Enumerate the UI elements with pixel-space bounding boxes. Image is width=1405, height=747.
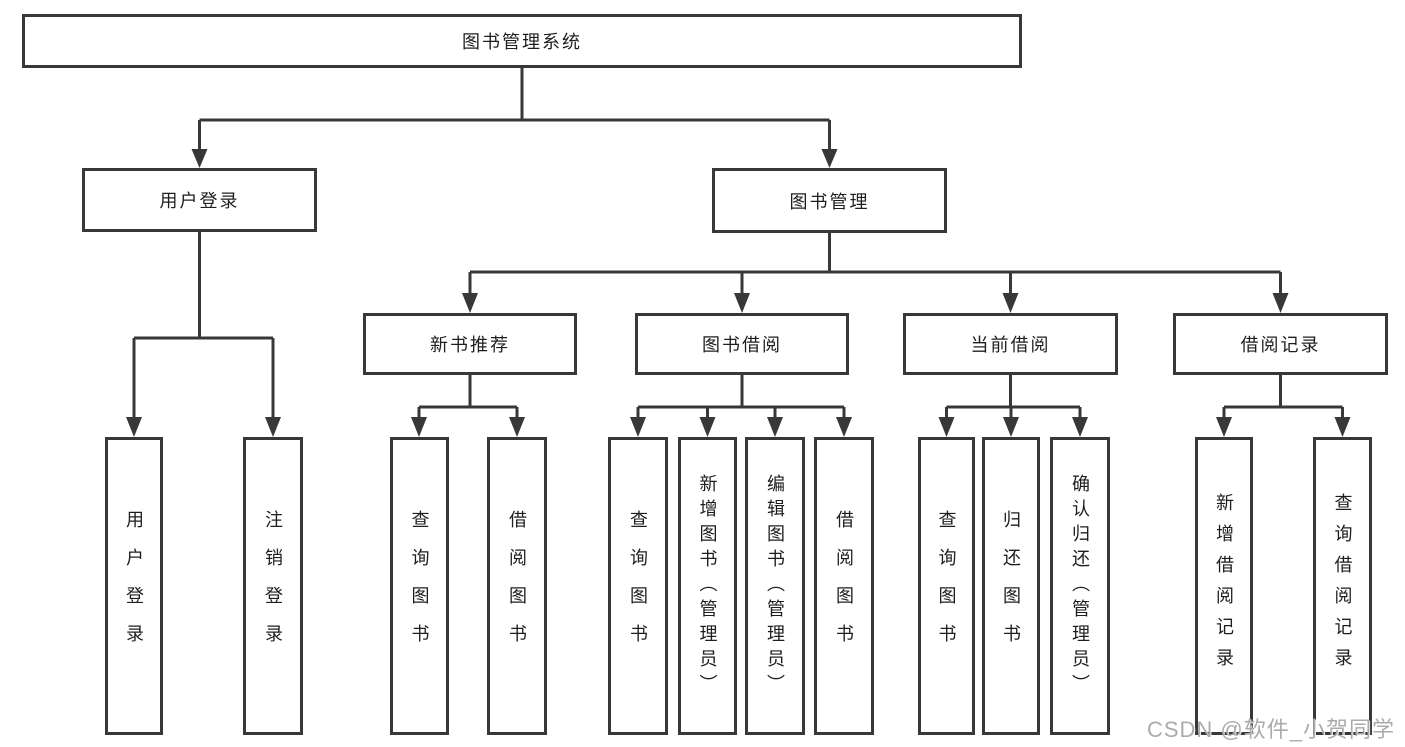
node-label: 借阅图书 [834,510,854,662]
csdn-watermark: CSDN @软件_小贺同学 [1146,717,1395,742]
leaf-return-books: 归还图书 [982,437,1040,735]
node-label: 新增借阅记录 [1214,493,1234,679]
node-label: 确认归还（管理员） [1070,473,1090,699]
leaf-borrow-books: 借阅图书 [487,437,547,735]
node-label: 查询图书 [409,510,430,662]
leaf-user-login: 用户登录 [105,437,163,735]
leaf-query-books: 查询图书 [918,437,975,735]
node-label: 用户登录 [124,510,144,662]
node-label: 新书推荐 [430,335,510,355]
node-label: 用户登录 [159,191,240,211]
node-library-management-system: 图书管理系统 [22,14,1022,68]
node-label: 查询图书 [628,510,648,662]
node-current-borrowing: 当前借阅 [903,313,1118,375]
connector-user-login-children [126,232,281,437]
node-label: 图书管理系统 [462,32,582,52]
leaf-query-borrow-record: 查询借阅记录 [1313,437,1372,735]
node-label: 查询图书 [936,510,957,662]
leaf-edit-books-admin: 编辑图书（管理员） [745,437,805,735]
connector-book-mgmt-sections [462,233,1289,313]
node-user-login: 用户登录 [82,168,317,232]
leaf-confirm-return-admin: 确认归还（管理员） [1050,437,1110,735]
node-label: 借阅图书 [507,510,527,662]
leaf-query-books: 查询图书 [608,437,668,735]
connector-borrow-records-children [1216,375,1351,437]
node-borrowing-records: 借阅记录 [1173,313,1388,375]
node-label: 当前借阅 [970,335,1051,355]
node-label: 归还图书 [1001,510,1021,662]
node-label: 图书借阅 [702,335,782,355]
node-label: 编辑图书（管理员） [765,473,785,699]
node-new-book-recommendation: 新书推荐 [363,313,577,375]
leaf-query-books: 查询图书 [390,437,449,735]
leaf-add-borrow-record: 新增借阅记录 [1195,437,1253,735]
node-label: 新增图书（管理员） [697,473,718,699]
node-label: 注销登录 [263,510,283,662]
connector-new-book-children [411,375,525,437]
connector-root-to-level2 [191,68,838,168]
node-label: 借阅记录 [1240,335,1321,355]
connector-book-borrow-children [630,375,852,437]
connector-current-borrow-children [938,375,1088,437]
leaf-logout: 注销登录 [243,437,303,735]
node-label: 查询借阅记录 [1332,493,1353,679]
node-book-management: 图书管理 [712,168,947,233]
leaf-borrow-books: 借阅图书 [814,437,874,735]
leaf-add-books-admin: 新增图书（管理员） [678,437,737,735]
node-label: 图书管理 [789,191,870,212]
node-book-borrowing: 图书借阅 [635,313,849,375]
